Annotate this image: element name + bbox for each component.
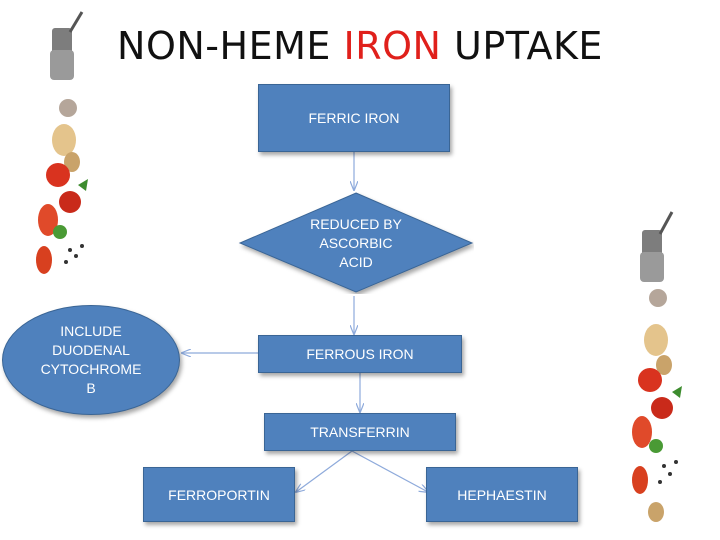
transferrin-box: TRANSFERRIN	[264, 413, 456, 451]
page-title: NON-HEME IRON UPTAKE	[0, 24, 720, 68]
arrow-transferrin-to-ferroportin	[296, 450, 353, 492]
ferrous-iron-box: FERROUS IRON	[258, 335, 462, 373]
diamond-shape	[238, 192, 474, 293]
reduced-by-ascorbic-acid-diamond: REDUCED BY ASCORBIC ACID	[238, 192, 474, 294]
arrow-transferrin-to-hephaestin	[351, 450, 428, 492]
ferric-iron-box: FERRIC IRON	[258, 84, 450, 152]
hephaestin-box: HEPHAESTIN	[426, 467, 578, 522]
diamond-label: REDUCED BY ASCORBIC ACID	[310, 215, 402, 270]
kitchen-decoration-right	[632, 211, 682, 522]
ferroportin-box: FERROPORTIN	[143, 467, 295, 522]
title-part-1: NON-HEME	[117, 24, 344, 68]
title-accent: IRON	[343, 24, 442, 68]
duodenal-cytochrome-ellipse: INCLUDE DUODENAL CYTOCHROME B	[2, 305, 180, 415]
title-part-2: UPTAKE	[441, 24, 603, 68]
kitchen-decoration-left	[36, 11, 88, 274]
